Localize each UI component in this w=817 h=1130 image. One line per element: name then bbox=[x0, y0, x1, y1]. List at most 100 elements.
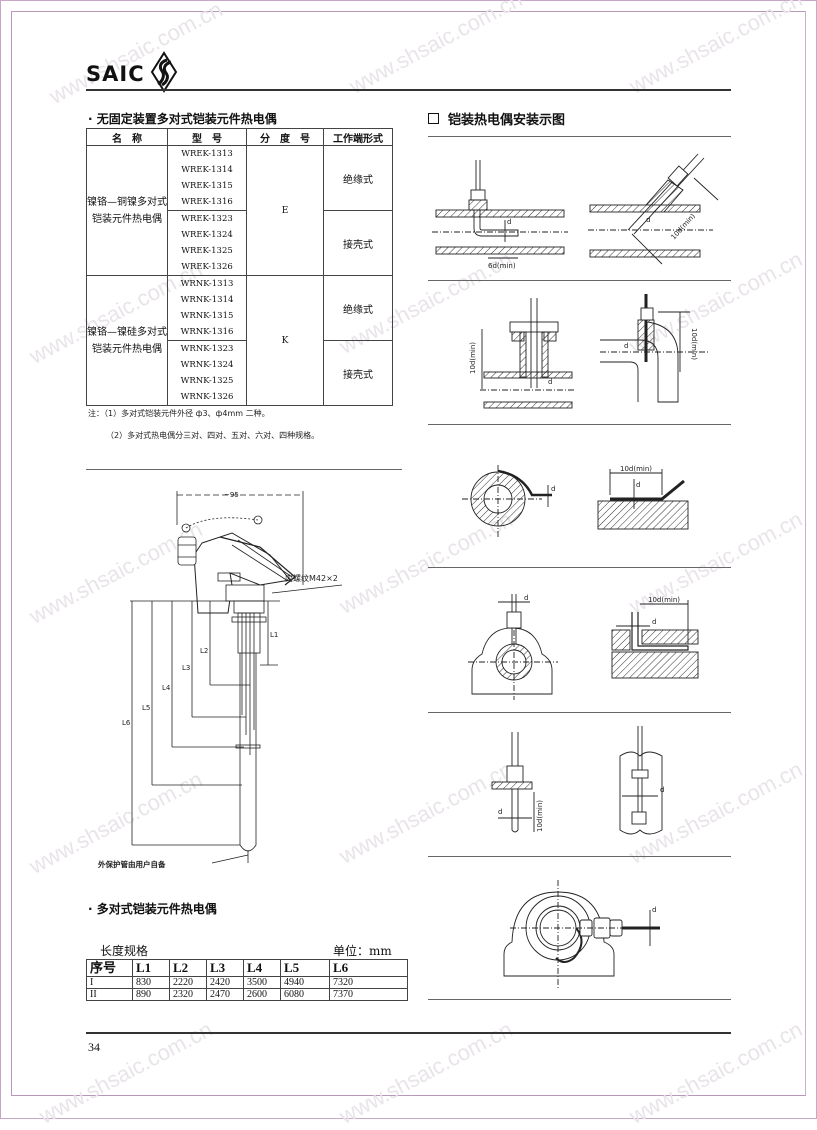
section-title-multipair: · 多对式铠装元件热电偶 bbox=[88, 902, 217, 916]
col-header-l3: L3 bbox=[206, 959, 244, 977]
cell: 2420 bbox=[206, 976, 244, 989]
cell: 2600 bbox=[243, 988, 281, 1001]
right-divider bbox=[428, 567, 731, 568]
col-header-l2: L2 bbox=[169, 959, 207, 977]
diagram-label: 6d(min) bbox=[488, 262, 516, 270]
model-code: WREK-1323 bbox=[181, 214, 233, 224]
col-header-name: 名 称 bbox=[86, 128, 168, 146]
table-row: I 830 2220 2420 3500 4940 7320 bbox=[86, 976, 408, 989]
cell: II bbox=[86, 988, 133, 1001]
right-divider bbox=[428, 856, 731, 857]
diagram-label: d bbox=[636, 481, 640, 489]
diagram-pipe-angled-insertion: d 10d(min) bbox=[588, 150, 719, 279]
col-header-l4: L4 bbox=[243, 959, 281, 977]
model-code: WREK-1326 bbox=[181, 262, 233, 272]
brand-name: SAIC bbox=[86, 62, 145, 86]
sheath-note: 外保护管由用户自备 bbox=[98, 859, 166, 869]
diagram-label: d bbox=[498, 808, 502, 816]
diagram-label: d bbox=[524, 594, 528, 602]
diagram-label: d bbox=[507, 218, 511, 226]
right-divider bbox=[428, 136, 731, 137]
model-code: WREK-1316 bbox=[181, 197, 233, 207]
diagram-pipe-bent-insertion: d 6d(min) bbox=[432, 150, 572, 279]
page-number: 34 bbox=[88, 1040, 100, 1054]
thermocouple-name: 镍铬—铜镍多对式铠装元件热电偶 bbox=[86, 145, 168, 276]
table-row: WRNK-1323 WRNK-1324 WRNK-1325 WRNK-1326 … bbox=[87, 340, 393, 406]
cell: 830 bbox=[132, 976, 170, 989]
diagram-elbow-insertion: d 10d(min) bbox=[600, 292, 710, 426]
model-code: WRNK-1313 bbox=[180, 279, 234, 289]
end-type: 接壳式 bbox=[323, 340, 393, 406]
model-code: WRNK-1324 bbox=[180, 360, 234, 370]
cell: 2220 bbox=[169, 976, 207, 989]
col-header-l1: L1 bbox=[132, 959, 170, 977]
thermocouple-assembly-drawing: ~95 内螺纹M42×2 L6 L5 L4 L3 L2 L1 外保护管由用户自备 bbox=[98, 485, 390, 879]
diagram-pipe-surface-clamp: d bbox=[618, 722, 678, 846]
saic-diamond-s-logo-icon bbox=[150, 51, 177, 96]
diagram-label: 10d(min) bbox=[690, 328, 698, 360]
diagram-label: d bbox=[646, 216, 650, 224]
table-row: II 890 2320 2470 2600 6080 7370 bbox=[86, 988, 408, 1001]
model-list: WREK-1313 WREK-1314 WREK-1315 WREK-1316 bbox=[167, 145, 247, 211]
right-divider bbox=[428, 999, 731, 1000]
diagram-label: d bbox=[652, 906, 656, 914]
page-inner-border bbox=[11, 11, 806, 1096]
model-code: WREK-1315 bbox=[181, 181, 233, 191]
dimension-label-l2: L2 bbox=[200, 647, 208, 655]
diagram-label: 10d(min) bbox=[469, 342, 477, 374]
graduation-code: E bbox=[246, 145, 324, 276]
col-header-seq: 序号 bbox=[86, 959, 133, 977]
section-title-installation: 铠装热电偶安装示图 bbox=[428, 109, 565, 128]
model-list: WRNK-1323 WRNK-1324 WRNK-1325 WRNK-1326 bbox=[167, 340, 247, 406]
dimension-label-l5: L5 bbox=[142, 704, 150, 712]
table-row: 镍铬—镍硅多对式铠装元件热电偶 WRNK-1313 WRNK-1314 WRNK… bbox=[86, 275, 393, 406]
dimension-label-l4: L4 bbox=[162, 684, 171, 692]
end-type: 接壳式 bbox=[323, 210, 393, 276]
model-code: WRNK-1325 bbox=[180, 376, 234, 386]
square-bullet-icon bbox=[428, 113, 439, 124]
diagram-label: 10d(min) bbox=[648, 596, 680, 604]
diagram-label: d bbox=[652, 618, 656, 626]
model-code: WRNK-1326 bbox=[180, 392, 234, 402]
header-rule bbox=[86, 89, 731, 91]
end-type: 绝缘式 bbox=[323, 275, 393, 341]
col-header-l6: L6 bbox=[329, 959, 408, 977]
col-header-graduation: 分 度 号 bbox=[246, 128, 324, 146]
installation-title-text: 铠装热电偶安装示图 bbox=[448, 113, 566, 128]
section-title-no-fixing: · 无固定装置多对式铠装元件热电偶 bbox=[88, 112, 277, 126]
cell: 4940 bbox=[280, 976, 330, 989]
diagram-bearing-housing-top: d bbox=[468, 590, 558, 704]
table-row: 镍铬—铜镍多对式铠装元件热电偶 WREK-1313 WREK-1314 WREK… bbox=[86, 145, 393, 276]
diagram-slot-embedded: 10d(min) d bbox=[611, 596, 712, 690]
model-spec-table: 名 称 型 号 分 度 号 工作端形式 镍铬—铜镍多对式铠装元件热电偶 WREK… bbox=[86, 128, 393, 406]
model-code: WREK-1324 bbox=[181, 230, 233, 240]
model-code: WRNK-1316 bbox=[180, 327, 234, 337]
model-code: WRNK-1323 bbox=[180, 344, 234, 354]
right-divider bbox=[428, 712, 731, 713]
model-code: WRNK-1314 bbox=[180, 295, 234, 305]
diagram-label: d bbox=[551, 485, 555, 493]
right-divider bbox=[428, 424, 731, 425]
dimension-label-l1: L1 bbox=[270, 631, 278, 639]
graduation-code: K bbox=[246, 275, 324, 406]
diagram-plate-through-mount: d 10d(min) bbox=[491, 722, 562, 846]
brand-logo: SAIC bbox=[86, 51, 177, 96]
table-header-row: 名 称 型 号 分 度 号 工作端形式 bbox=[86, 128, 393, 146]
diagram-label: 10d(min) bbox=[620, 465, 652, 473]
thread-label: 内螺纹M42×2 bbox=[285, 573, 338, 583]
model-code: WREK-1313 bbox=[181, 149, 233, 159]
model-code: WREK-1325 bbox=[181, 246, 233, 256]
left-divider bbox=[86, 469, 402, 470]
length-spec-title: 长度规格 bbox=[100, 944, 149, 958]
diagram-ring-surface-wrap: d bbox=[462, 465, 572, 549]
diagram-bearing-housing-side: d bbox=[500, 870, 670, 994]
thermocouple-name: 镍铬—镍硅多对式铠装元件热电偶 bbox=[86, 275, 168, 406]
diagram-flange-tee-insertion: 10d(min) d bbox=[469, 292, 580, 426]
note-1: 注：（1）多对式铠装元件外径 ф3、ф4mm 二种。 bbox=[88, 409, 270, 418]
diagram-label: 10d(min) bbox=[670, 212, 698, 241]
footer-rule bbox=[86, 1032, 731, 1034]
cell: 7320 bbox=[329, 976, 408, 989]
note-2: （2）多对式热电偶分三对、四对、五对、六对、四种规格。 bbox=[106, 431, 320, 440]
model-code: WRNK-1315 bbox=[180, 311, 234, 321]
diagram-label: d bbox=[660, 786, 664, 794]
